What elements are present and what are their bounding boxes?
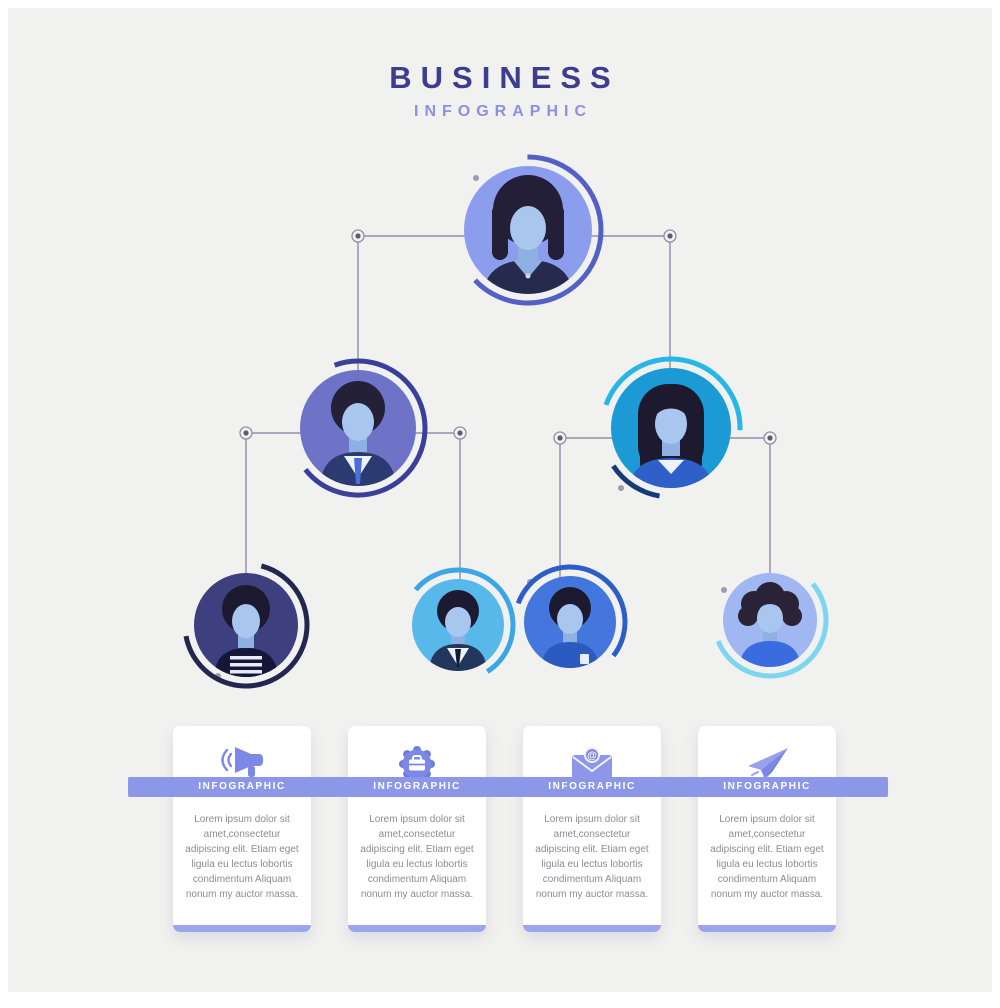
arc-end-dot bbox=[473, 175, 479, 181]
org-node-circle bbox=[300, 370, 416, 486]
paper-plane-icon bbox=[698, 726, 836, 792]
connector-dot bbox=[763, 431, 777, 445]
node-ring bbox=[599, 356, 743, 500]
node-ring bbox=[452, 154, 604, 306]
connector-dot bbox=[663, 229, 677, 243]
node-ring bbox=[512, 564, 628, 680]
page-subtitle: INFOGRAPHIC bbox=[414, 103, 592, 120]
info-card: Lorem ipsum dolor sit amet,consectetur a… bbox=[698, 726, 836, 932]
page-title-block: BUSINESS INFOGRAPHIC bbox=[8, 60, 992, 121]
card-body-text: Lorem ipsum dolor sit amet,consectetur a… bbox=[360, 814, 474, 900]
org-node-level2-left bbox=[300, 370, 416, 486]
node-ring bbox=[182, 561, 310, 689]
org-node-level3-4 bbox=[723, 573, 817, 667]
woman-bob-avatar bbox=[482, 175, 574, 294]
card-footer-strip bbox=[523, 925, 661, 932]
arc-end-dot bbox=[721, 587, 727, 593]
woman-curly-avatar bbox=[738, 582, 802, 667]
org-node-circle bbox=[194, 573, 298, 677]
background: BUSINESS INFOGRAPHIC bbox=[8, 8, 992, 992]
org-node-circle bbox=[412, 579, 504, 671]
card-ribbon-label: INFOGRAPHIC bbox=[373, 781, 461, 792]
woman-long-avatar bbox=[628, 384, 714, 488]
connector-dot bbox=[553, 431, 567, 445]
card-body-text: Lorem ipsum dolor sit amet,consectetur a… bbox=[710, 814, 824, 900]
arc-end-dot bbox=[215, 673, 221, 679]
at-glyph: @ bbox=[587, 751, 597, 762]
card-body-text: Lorem ipsum dolor sit amet,consectetur a… bbox=[535, 814, 649, 900]
org-node-circle bbox=[524, 576, 616, 668]
card-ribbon-label: INFOGRAPHIC bbox=[198, 781, 286, 792]
org-node-circle bbox=[464, 166, 592, 294]
node-ring bbox=[400, 567, 516, 683]
connector-dot bbox=[453, 426, 467, 440]
card-ribbon-label: INFOGRAPHIC bbox=[723, 781, 811, 792]
card-footer-strip bbox=[348, 925, 486, 932]
node-ring bbox=[288, 358, 428, 498]
card-footer-strip bbox=[698, 925, 836, 932]
connector-dot bbox=[351, 229, 365, 243]
org-node-circle bbox=[611, 368, 731, 488]
info-card: Lorem ipsum dolor sit amet,consectetur a… bbox=[173, 726, 311, 932]
connector-lines bbox=[245, 235, 771, 581]
org-chart bbox=[182, 154, 829, 689]
connector-dots bbox=[215, 175, 777, 679]
man-shirt-avatar bbox=[541, 587, 599, 668]
page-title: BUSINESS bbox=[389, 60, 620, 95]
man-tuxedo-avatar bbox=[214, 585, 278, 677]
infographic-ribbon: INFOGRAPHIC INFOGRAPHIC INFOGRAPHIC INFO… bbox=[128, 777, 888, 797]
card-ribbon-label: INFOGRAPHIC bbox=[548, 781, 636, 792]
connector-dot bbox=[239, 426, 253, 440]
node-ring-secondary bbox=[599, 356, 743, 500]
org-node-level3-1 bbox=[194, 573, 298, 677]
org-node-level1 bbox=[464, 166, 592, 294]
envelope-at-icon: @ bbox=[523, 726, 661, 792]
node-rings bbox=[182, 154, 829, 689]
org-node-level2-right bbox=[611, 368, 731, 488]
info-card: Lorem ipsum dolor sit amet,consectetur a… bbox=[348, 726, 486, 932]
org-node-level3-2 bbox=[412, 579, 504, 671]
arc-end-dot bbox=[527, 579, 533, 585]
card-body-text: Lorem ipsum dolor sit amet,consectetur a… bbox=[185, 814, 299, 900]
node-ring bbox=[711, 561, 829, 679]
arc-end-dot bbox=[618, 485, 624, 491]
card-footer-strip bbox=[173, 925, 311, 932]
man-suit-avatar bbox=[429, 590, 487, 671]
man-suit-avatar bbox=[320, 381, 396, 486]
org-node-circle bbox=[723, 573, 817, 667]
info-card: @ Lorem ipsum dolor sit amet,consectetur… bbox=[523, 726, 661, 932]
org-node-level3-3 bbox=[524, 576, 616, 668]
megaphone-icon bbox=[173, 726, 311, 792]
